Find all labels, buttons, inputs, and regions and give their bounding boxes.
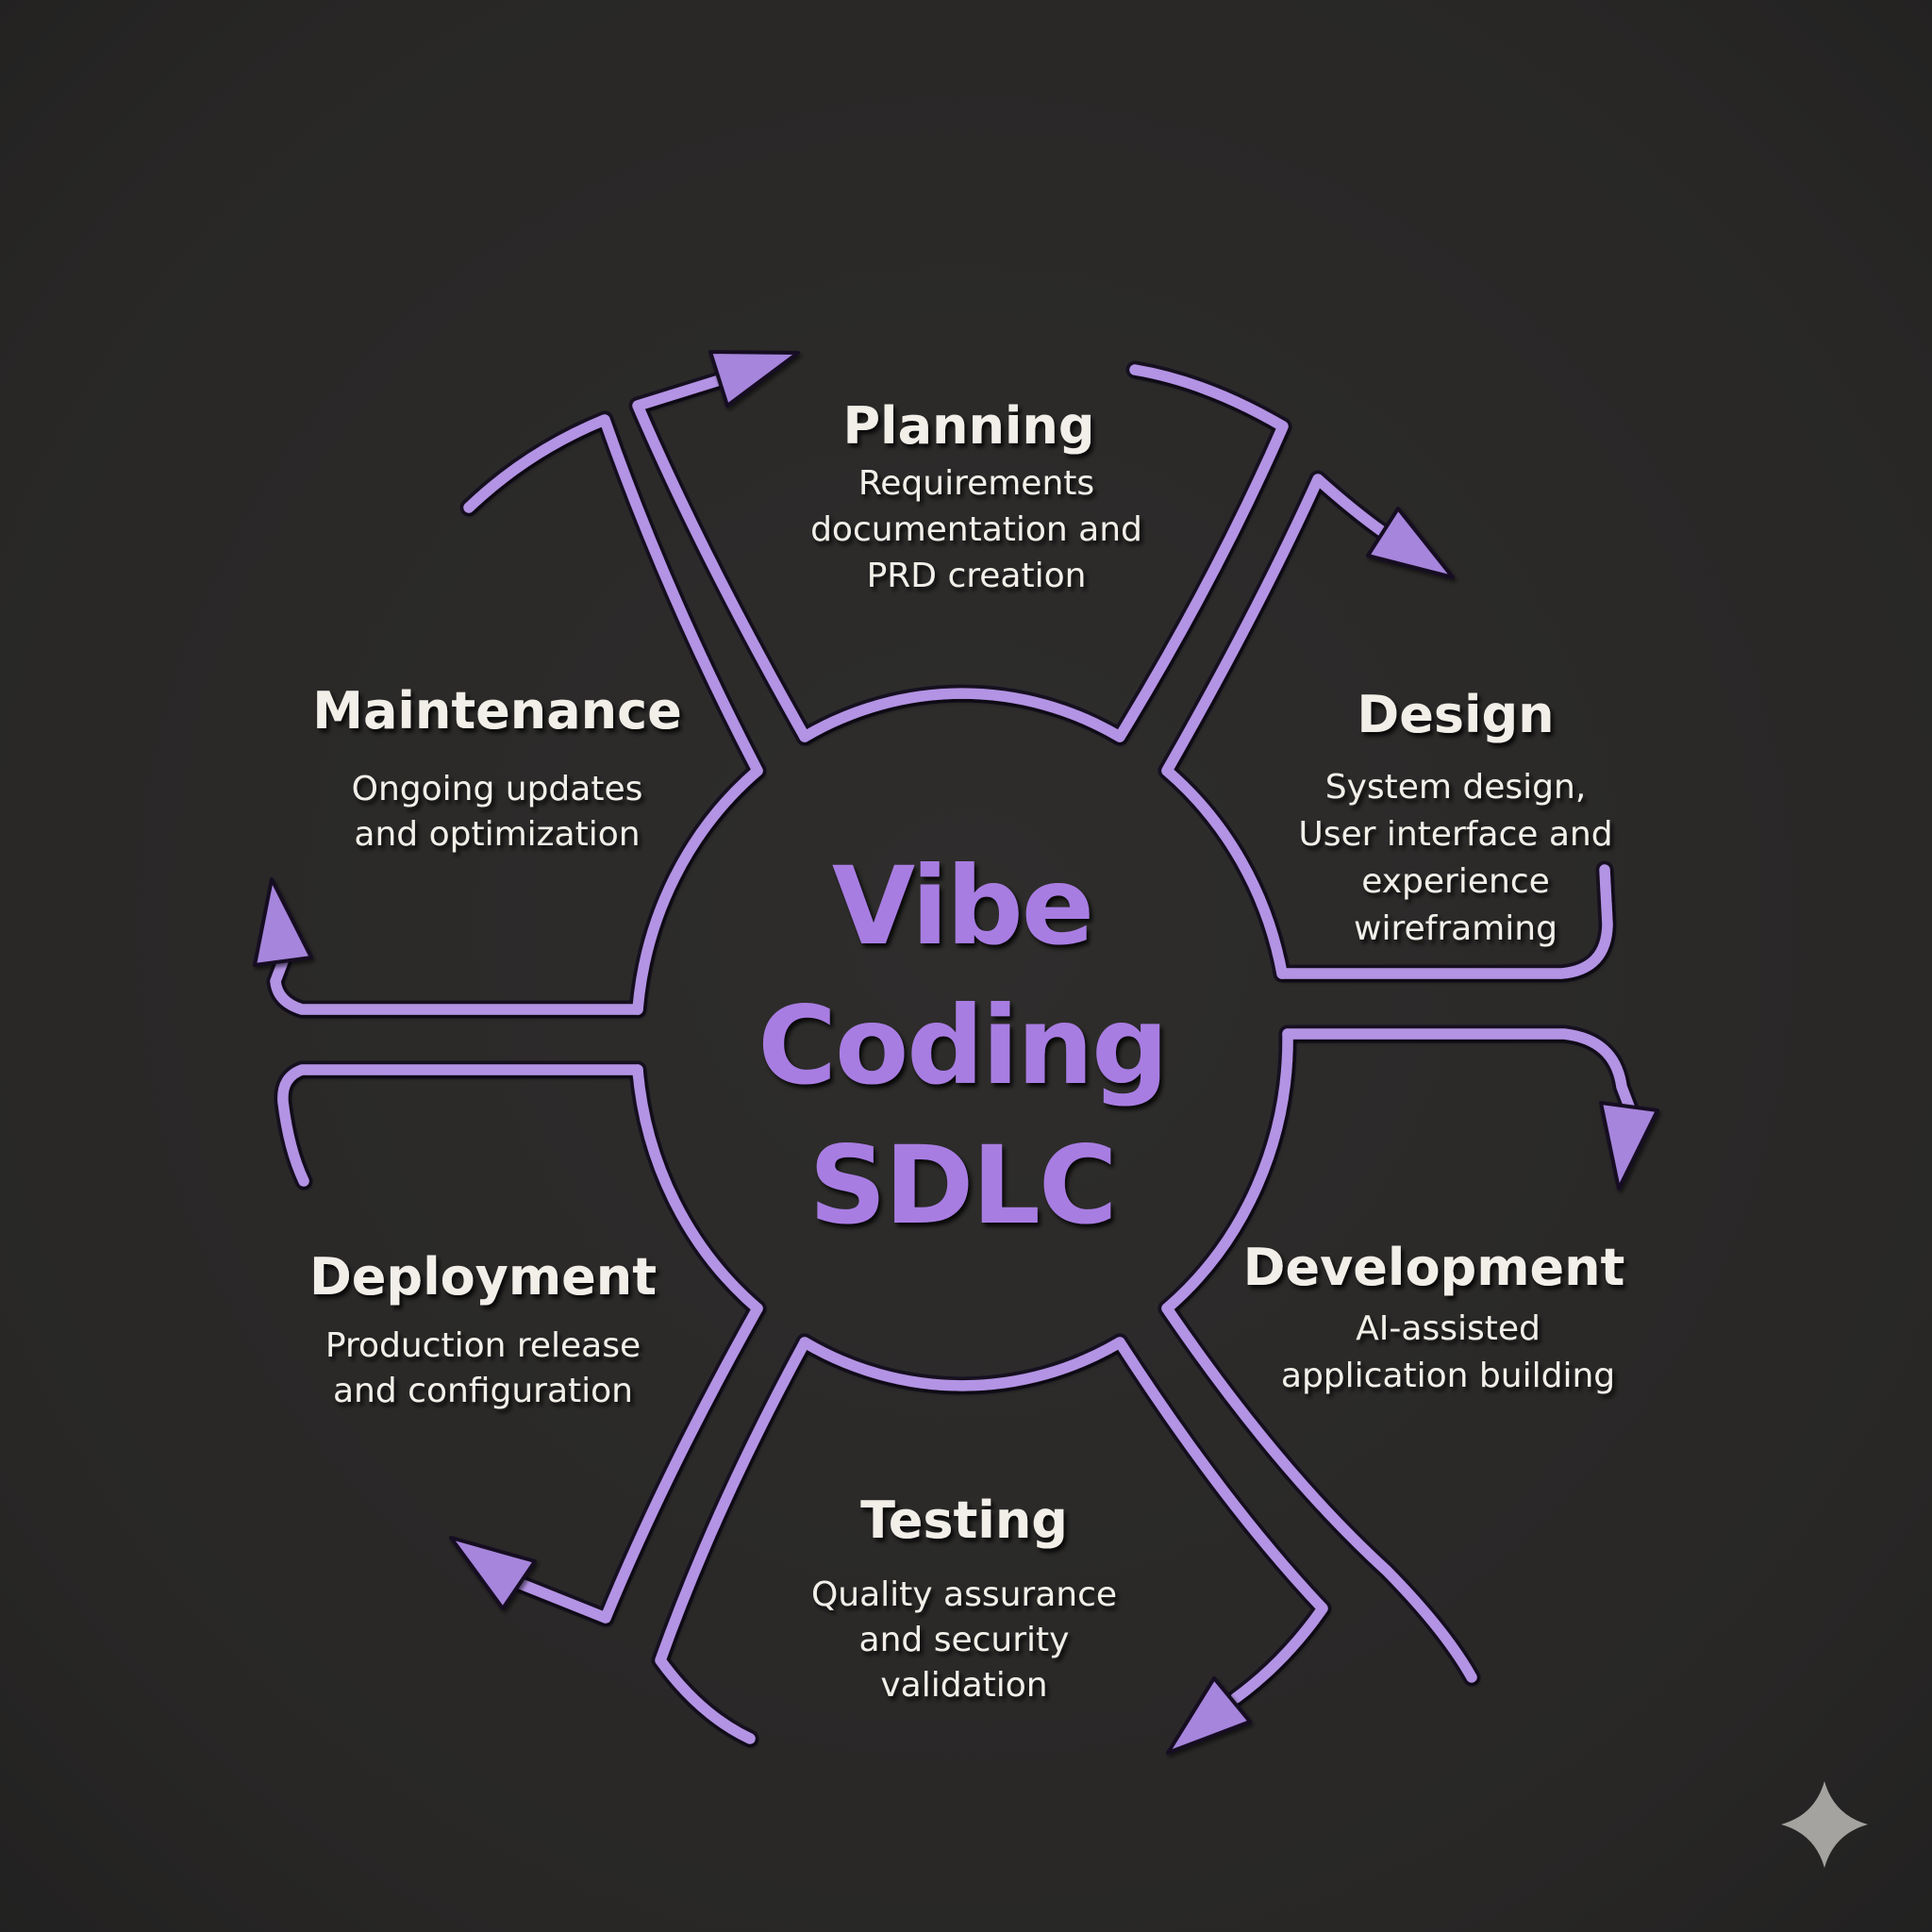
phase-desc-line: validation [880,1666,1047,1705]
phase-title-planning: Planning [842,396,1094,456]
phase-desc-line: System design, [1325,768,1587,807]
phase-planning: Planning Requirements documentation and … [810,396,1142,595]
phase-title-deployment: Deployment [309,1247,657,1307]
phase-desc-line: wireframing [1354,909,1557,948]
phase-desc-line: AI-assisted [1356,1309,1541,1348]
arrow-deployment-to-maintenance-icon [253,877,313,967]
center-title-line2: Coding [758,983,1166,1108]
phase-testing: Testing Quality assurance and security v… [811,1491,1117,1705]
phase-desc-line: documentation and [810,510,1142,549]
phase-design: Design System design, User interface and… [1298,685,1612,948]
phase-labels: Planning Requirements documentation and … [309,396,1624,1705]
cycle-arrowheads [253,350,1659,1755]
arrow-development-to-testing-icon [1166,1676,1252,1755]
phase-deployment: Deployment Production release and config… [309,1247,657,1410]
phase-desc-line: experience [1361,862,1550,901]
phase-desc-line: and configuration [333,1372,633,1410]
phase-desc-line: and security [859,1621,1070,1659]
phase-title-development: Development [1243,1238,1625,1297]
phase-title-design: Design [1357,685,1554,744]
phase-development: Development AI-assisted application buil… [1243,1238,1625,1395]
phase-desc-line: Ongoing updates [352,770,643,808]
phase-title-maintenance: Maintenance [312,681,682,741]
phase-desc-line: Requirements [858,464,1094,503]
phase-title-testing: Testing [860,1491,1068,1550]
arrow-design-to-development-icon [1599,1101,1659,1191]
center-title-line3: SDLC [808,1123,1115,1248]
center-title: Vibe Coding SDLC [758,843,1168,1248]
phase-desc-line: PRD creation [867,557,1087,595]
center-title-line1: Vibe [832,843,1092,969]
phase-maintenance: Maintenance Ongoing updates and optimiza… [312,681,682,854]
arrow-maintenance-to-planning-icon [708,350,800,408]
phase-desc-line: Quality assurance [811,1575,1117,1614]
arrow-testing-to-deployment-icon [449,1536,537,1610]
phase-desc-line: and optimization [354,815,640,854]
phase-desc-line: User interface and [1298,815,1612,854]
phase-desc-line: Production release [325,1326,641,1365]
sparkle-icon [1781,1781,1868,1868]
arrow-planning-to-design-icon [1366,507,1455,579]
phase-desc-line: application building [1281,1357,1615,1395]
